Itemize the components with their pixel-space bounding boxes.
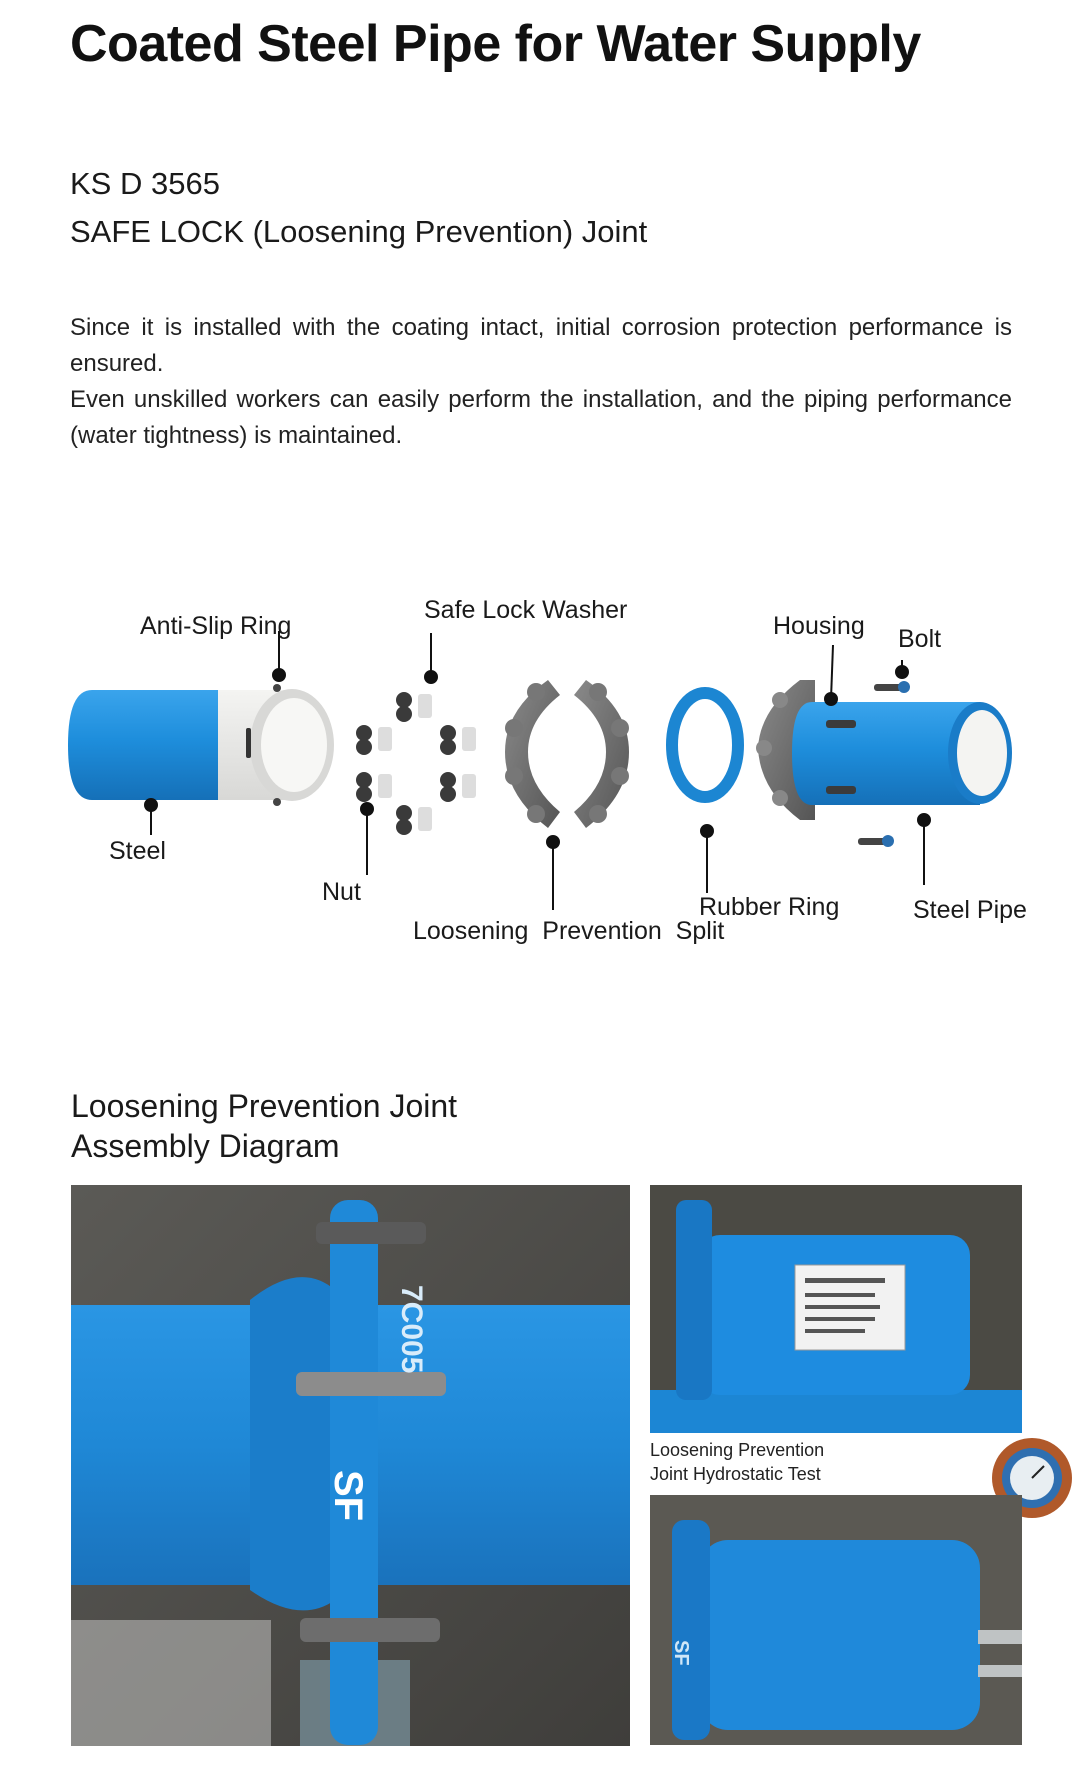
bolt-icon — [858, 681, 910, 847]
product-name: SAFE LOCK (Loosening Prevention) Joint — [70, 214, 648, 249]
housing-bolt-2 — [826, 786, 856, 794]
nut-pair-5 — [440, 772, 476, 802]
joint-housing — [250, 1277, 335, 1611]
rubber-ring — [666, 687, 744, 803]
intro-paragraph-1: Since it is installed with the coating i… — [70, 314, 1012, 377]
label-loosening-prevention-split: Loosening Prevention Split — [413, 917, 725, 945]
assembly-heading-line-2: Assembly Diagram — [71, 1128, 340, 1164]
caption-line-1: Loosening Prevention — [650, 1440, 825, 1460]
exploded-joint-diagram — [68, 631, 1012, 910]
steel-pipe-left — [68, 684, 334, 806]
label-nut: Nut — [322, 878, 361, 906]
nut-pair-4 — [356, 772, 392, 802]
label-steel: Steel — [109, 837, 166, 865]
label-housing: Housing — [773, 612, 865, 640]
label-rubber-ring: Rubber Ring — [699, 893, 840, 921]
test-pipe-body-2 — [700, 1540, 980, 1730]
intro-text: Since it is installed with the coating i… — [70, 310, 1012, 454]
label-safe-lock-washer: Safe Lock Washer — [424, 596, 628, 624]
test-label-plate — [794, 1264, 906, 1351]
intro-paragraph-2: Even unskilled workers can easily perfor… — [70, 386, 1012, 449]
label-anti-slip-ring: Anti-Slip Ring — [140, 612, 292, 640]
assembly-heading-line-1: Loosening Prevention Joint — [71, 1088, 458, 1124]
photo-text-sf: SF — [326, 1470, 370, 1521]
flange-bolt-bottom — [300, 1618, 440, 1642]
standard-code: KS D 3565 — [70, 166, 220, 201]
loosening-prevention-split — [505, 680, 629, 828]
flange-bolt-top — [316, 1222, 426, 1244]
test-flange — [676, 1200, 712, 1400]
label-bolt: Bolt — [898, 625, 942, 653]
housing-and-steel-pipe — [756, 680, 1012, 820]
photo-text-code: 7C005 — [395, 1285, 428, 1373]
nut-pair-2 — [356, 725, 392, 755]
test-pipe-body — [700, 1235, 970, 1395]
nuts-and-washers — [356, 692, 476, 835]
flange-bolt-middle — [296, 1372, 446, 1396]
pressure-gauge-icon — [992, 1438, 1072, 1518]
caption-line-2: Joint Hydrostatic Test — [650, 1464, 821, 1484]
nut-pair-6 — [396, 805, 432, 835]
nut-pair-1 — [396, 692, 432, 722]
joint-flange — [330, 1200, 378, 1745]
assembled-pipe — [71, 1305, 630, 1585]
page-title: Coated Steel Pipe for Water Supply — [70, 15, 921, 73]
leader-lines — [144, 631, 931, 910]
photo-text-sf-small: SF — [670, 1640, 692, 1666]
label-steel-pipe: Steel Pipe — [913, 896, 1027, 924]
nut-pair-3 — [440, 725, 476, 755]
housing-bolt-1 — [826, 720, 856, 728]
